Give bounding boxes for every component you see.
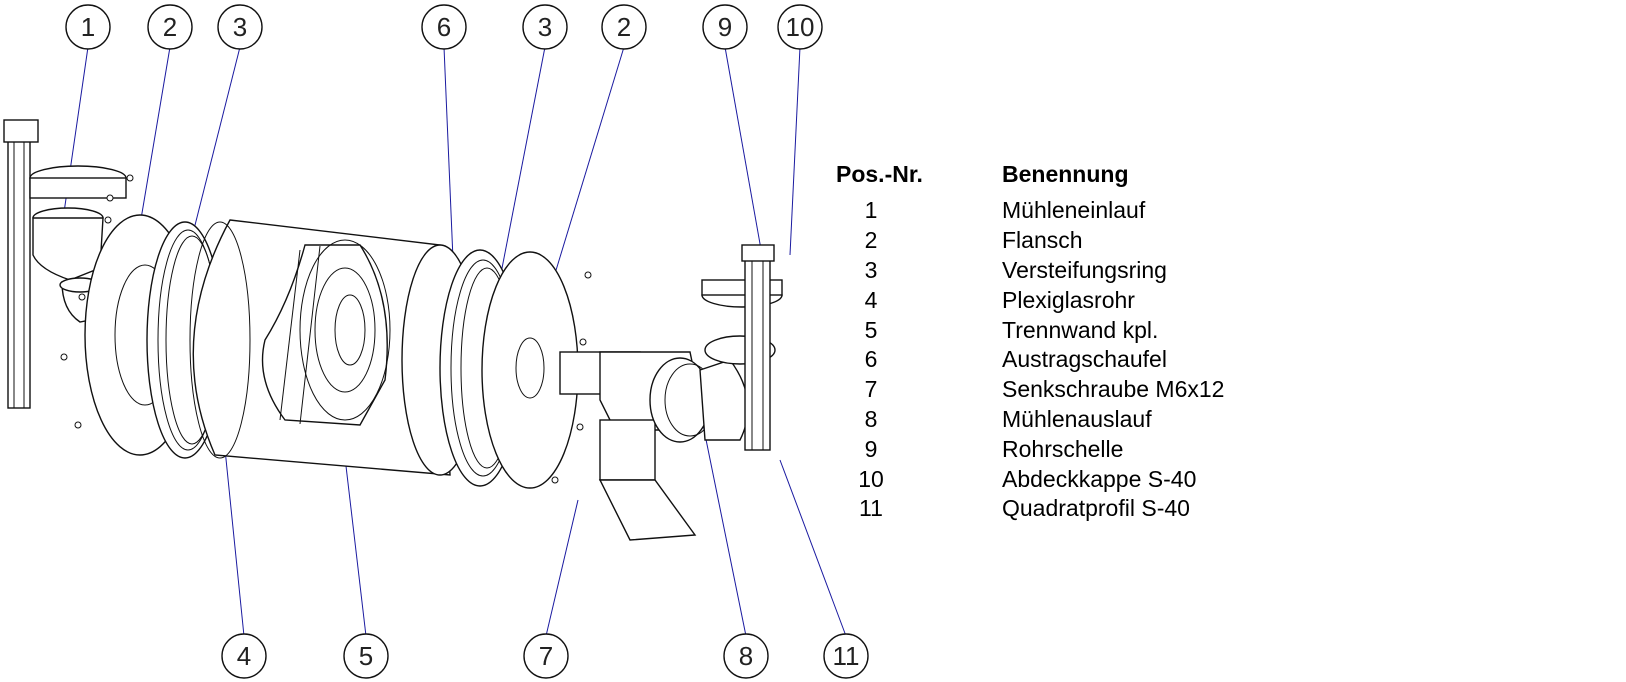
callout-bubble-5: 5 — [343, 633, 389, 679]
svg-text:3: 3 — [538, 12, 552, 42]
callout-bubble-6: 6 — [421, 4, 467, 50]
part-position-number: 7 — [864, 376, 878, 403]
svg-text:2: 2 — [163, 12, 177, 42]
parts-list-row: 9 Rohrschelle — [836, 434, 1224, 464]
part-position-number: 5 — [864, 316, 878, 343]
part-position-number: 1 — [864, 197, 878, 224]
svg-text:6: 6 — [437, 12, 451, 42]
part-name: Austragschaufel — [1002, 346, 1167, 373]
callout-bubble-7: 7 — [523, 633, 569, 679]
part-name: Versteifungsring — [1002, 256, 1167, 283]
callout-bubble-4: 4 — [221, 633, 267, 679]
part-name: Flansch — [1002, 227, 1083, 254]
part-name: Senkschraube M6x12 — [1002, 376, 1225, 403]
callout-bubble-2-left: 2 — [147, 4, 193, 50]
part-name: Rohrschelle — [1002, 435, 1124, 462]
part-position-number: 10 — [858, 465, 884, 492]
part-position-number: 8 — [864, 405, 878, 432]
part-name: Mühleneinlauf — [1002, 197, 1146, 224]
right-profile-rail — [741, 244, 775, 451]
countersunk-screws — [60, 174, 592, 484]
callout-bubble-10: 10 — [777, 4, 823, 50]
svg-text:4: 4 — [237, 641, 251, 671]
callout-bubble-1: 1 — [65, 4, 111, 50]
parts-list-row: 8 Mühlenauslauf — [836, 405, 1224, 435]
svg-text:3: 3 — [233, 12, 247, 42]
part-position-number: 9 — [864, 435, 878, 462]
part-name: Mühlenauslauf — [1002, 405, 1152, 432]
svg-text:11: 11 — [833, 641, 860, 671]
svg-text:9: 9 — [718, 12, 732, 42]
parts-list-row: 11 Quadratprofil S-40 — [836, 494, 1224, 524]
part-position-number: 4 — [864, 286, 878, 313]
svg-text:8: 8 — [739, 641, 753, 671]
mill-inlet — [29, 165, 127, 323]
parts-list-row: 4 Plexiglasrohr — [836, 285, 1224, 315]
parts-list-row: 5 Trennwand kpl. — [836, 315, 1224, 345]
part-position-number: 11 — [859, 495, 883, 522]
callout-bubble-3-left: 3 — [217, 4, 263, 50]
header-pos-nr: Pos.-Nr. — [836, 160, 923, 187]
parts-list-row: 6 Austragschaufel — [836, 345, 1224, 375]
part-name: Quadratprofil S-40 — [1002, 495, 1190, 522]
parts-list-row: 3 Versteifungsring — [836, 256, 1224, 286]
part-name: Trennwand kpl. — [1002, 316, 1159, 343]
callout-bubble-11: 11 — [823, 633, 869, 679]
parts-list-row: 7 Senkschraube M6x12 — [836, 375, 1225, 405]
parts-list-table: Pos.-Nr. Benennung 1 Mühleneinlauf 2 Flansc… — [836, 160, 1224, 524]
part-position-number: 6 — [864, 346, 878, 373]
part-name: Abdeckkappe S-40 — [1002, 465, 1197, 492]
header-benennung: Benennung — [1002, 160, 1129, 187]
part-position-number: 3 — [864, 256, 878, 283]
svg-text:7: 7 — [539, 641, 553, 671]
svg-text:1: 1 — [81, 12, 95, 42]
parts-list-header: Pos.-Nr. Benennung — [836, 160, 1224, 196]
callout-bubble-3-right: 3 — [522, 4, 568, 50]
mill-outlet — [559, 335, 776, 541]
svg-text:2: 2 — [617, 12, 631, 42]
partition-disc — [261, 239, 391, 426]
left-profile-rail — [3, 119, 39, 409]
part-position-number: 2 — [864, 227, 878, 254]
callout-bubble-8: 8 — [723, 633, 769, 679]
svg-text:10: 10 — [786, 12, 815, 42]
parts-list-row: 2 Flansch — [836, 226, 1224, 256]
callout-bubble-9: 9 — [702, 4, 748, 50]
part-name: Plexiglasrohr — [1002, 286, 1135, 313]
parts-list-row: 10 Abdeckkappe S-40 — [836, 464, 1224, 494]
parts-list-row: 1 Mühleneinlauf — [836, 196, 1224, 226]
svg-text:5: 5 — [359, 641, 373, 671]
callout-bubble-2-right: 2 — [601, 4, 647, 50]
